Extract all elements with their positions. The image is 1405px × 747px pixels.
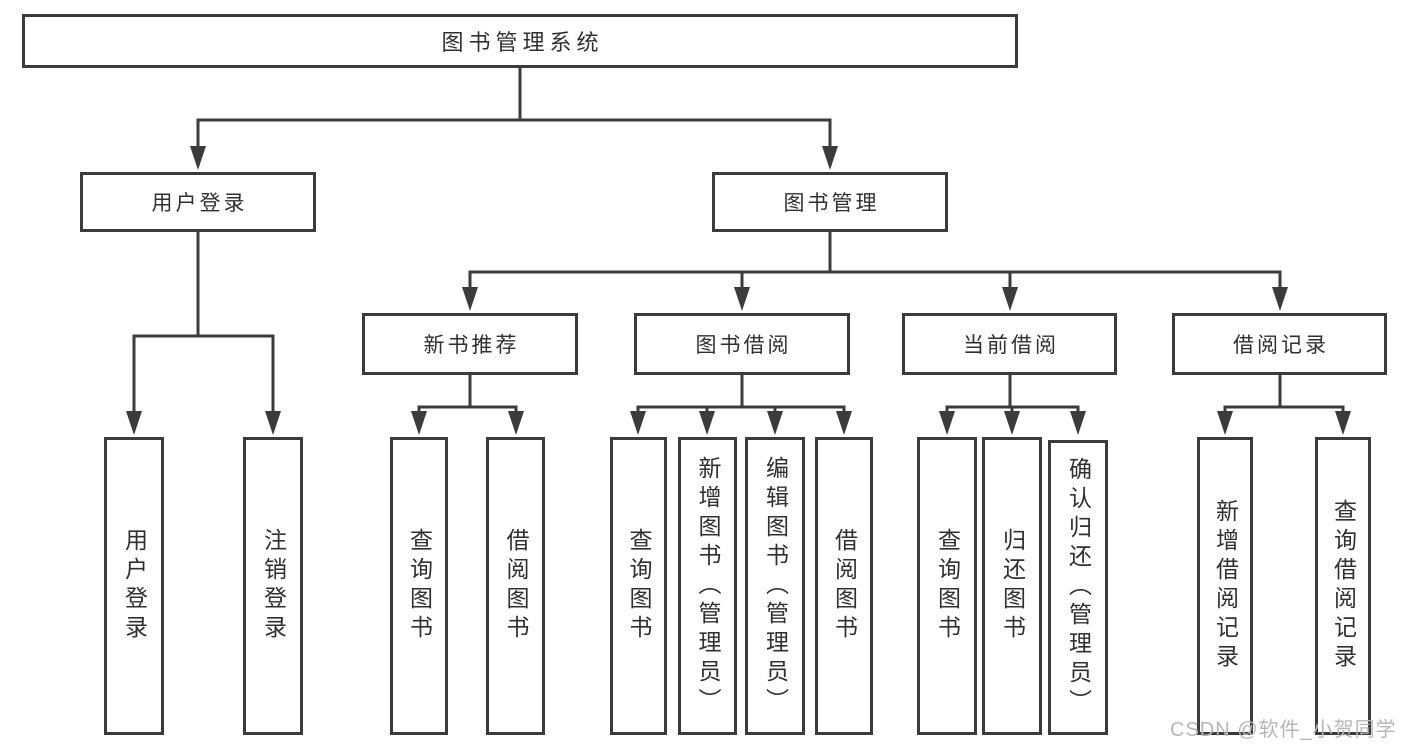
node-user-login: 用户登录: [80, 172, 316, 232]
leaf-query-borrow-record: 查询借阅记录: [1315, 437, 1371, 735]
node-current-borrowing: 当前借阅: [902, 313, 1117, 375]
node-book-borrowing: 图书借阅: [634, 313, 850, 375]
leaf-logout: 注销登录: [243, 437, 303, 735]
leaf-borrow-books-borrowing: 借阅图书: [815, 437, 873, 735]
node-borrowing-records: 借阅记录: [1172, 313, 1387, 375]
node-library-management-system: 图书管理系统: [22, 14, 1018, 68]
node-new-book-recommendation: 新书推荐: [362, 313, 578, 375]
leaf-query-books-current: 查询图书: [917, 437, 977, 735]
leaf-query-books-recommend: 查询图书: [390, 437, 448, 735]
leaf-query-books-borrowing: 查询图书: [610, 437, 667, 735]
node-book-management: 图书管理: [712, 172, 948, 232]
leaf-add-book-admin: 新增图书（管理员）: [678, 437, 737, 735]
arrowheads: [126, 146, 1351, 435]
leaf-edit-book-admin: 编辑图书（管理员）: [745, 437, 805, 735]
connector-segments: [132, 68, 1345, 415]
leaf-return-books: 归还图书: [982, 437, 1042, 735]
leaf-borrow-books-recommend: 借阅图书: [486, 437, 545, 735]
leaf-add-borrow-record: 新增借阅记录: [1197, 437, 1253, 735]
leaf-confirm-return-admin: 确认归还（管理员）: [1048, 440, 1108, 735]
leaf-user-login: 用户登录: [104, 437, 164, 735]
